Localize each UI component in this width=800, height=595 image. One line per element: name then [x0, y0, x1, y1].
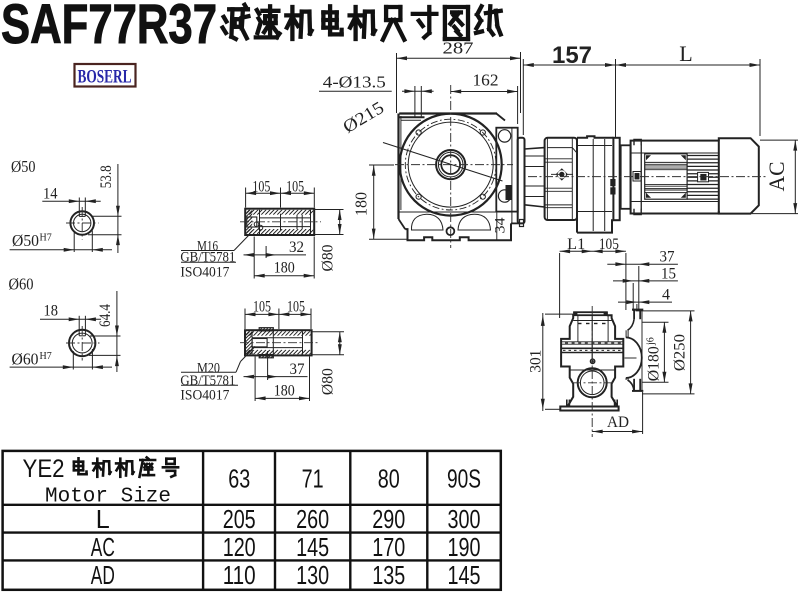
svg-text:105: 105 [286, 179, 304, 196]
svg-text:j6: j6 [646, 337, 657, 346]
svg-text:205: 205 [223, 504, 256, 534]
svg-text:130: 130 [296, 560, 329, 590]
svg-text:GB/T5781: GB/T5781 [180, 250, 235, 266]
svg-text:Ø80: Ø80 [320, 245, 337, 272]
svg-text:180: 180 [274, 260, 295, 277]
svg-text:Ø50: Ø50 [11, 157, 36, 176]
svg-text:145: 145 [296, 532, 329, 562]
svg-text:260: 260 [296, 504, 329, 534]
svg-text:H7: H7 [40, 351, 52, 362]
svg-text:287: 287 [443, 39, 475, 58]
svg-text:63: 63 [228, 463, 250, 493]
svg-text:64.4: 64.4 [97, 304, 114, 327]
svg-text:Ø80: Ø80 [320, 368, 337, 395]
svg-text:135: 135 [372, 560, 405, 590]
svg-text:162: 162 [473, 71, 499, 90]
svg-text:ISO4017: ISO4017 [180, 264, 229, 280]
svg-text:Ø60: Ø60 [12, 350, 39, 369]
svg-text:71: 71 [302, 463, 324, 493]
svg-text:301: 301 [528, 350, 545, 373]
svg-text:M20: M20 [197, 360, 220, 376]
svg-text:145: 145 [448, 560, 481, 590]
svg-text:37: 37 [660, 248, 675, 265]
svg-text:Ø250: Ø250 [672, 334, 689, 371]
svg-text:120: 120 [223, 532, 256, 562]
svg-text:L1: L1 [567, 236, 585, 253]
svg-text:Motor Size: Motor Size [45, 486, 171, 509]
svg-text:AC: AC [91, 532, 115, 562]
svg-text:AD: AD [607, 414, 629, 431]
svg-text:37: 37 [290, 361, 305, 378]
svg-text:Ø215: Ø215 [339, 97, 387, 137]
svg-text:Ø60: Ø60 [9, 275, 34, 294]
svg-text:170: 170 [372, 532, 405, 562]
svg-text:105: 105 [253, 299, 271, 316]
svg-text:32: 32 [289, 239, 304, 256]
svg-text:14: 14 [43, 186, 58, 203]
svg-text:15: 15 [661, 266, 676, 283]
svg-text:M16: M16 [197, 238, 218, 254]
svg-text:SAF77R37: SAF77R37 [1, 0, 217, 55]
svg-text:GB/T5781: GB/T5781 [180, 373, 235, 389]
svg-text:ISO4017: ISO4017 [180, 388, 229, 404]
svg-text:4-Ø13.5: 4-Ø13.5 [323, 73, 386, 92]
svg-text:105: 105 [599, 236, 619, 253]
svg-text:110: 110 [223, 560, 256, 590]
svg-text:190: 190 [448, 532, 481, 562]
svg-text:H7: H7 [40, 233, 52, 244]
svg-text:BOSERL: BOSERL [78, 67, 132, 88]
svg-text:Ø180: Ø180 [646, 346, 663, 381]
svg-text:AD: AD [91, 560, 115, 590]
svg-text:AC: AC [764, 162, 789, 192]
svg-text:180: 180 [352, 192, 371, 216]
svg-text:18: 18 [44, 303, 59, 320]
svg-text:105: 105 [287, 299, 305, 316]
svg-text:L: L [96, 504, 110, 534]
svg-text:4: 4 [662, 287, 670, 304]
svg-text:80: 80 [378, 463, 400, 493]
svg-text:180: 180 [274, 382, 295, 399]
svg-text:Ø50: Ø50 [12, 231, 39, 250]
svg-text:53.8: 53.8 [98, 165, 115, 188]
svg-text:YE2: YE2 [23, 455, 65, 483]
svg-text:90S: 90S [447, 463, 481, 493]
svg-text:L: L [679, 41, 692, 66]
svg-text:105: 105 [252, 179, 270, 196]
svg-text:300: 300 [448, 504, 481, 534]
svg-text:290: 290 [372, 504, 405, 534]
svg-text:34: 34 [493, 217, 509, 234]
